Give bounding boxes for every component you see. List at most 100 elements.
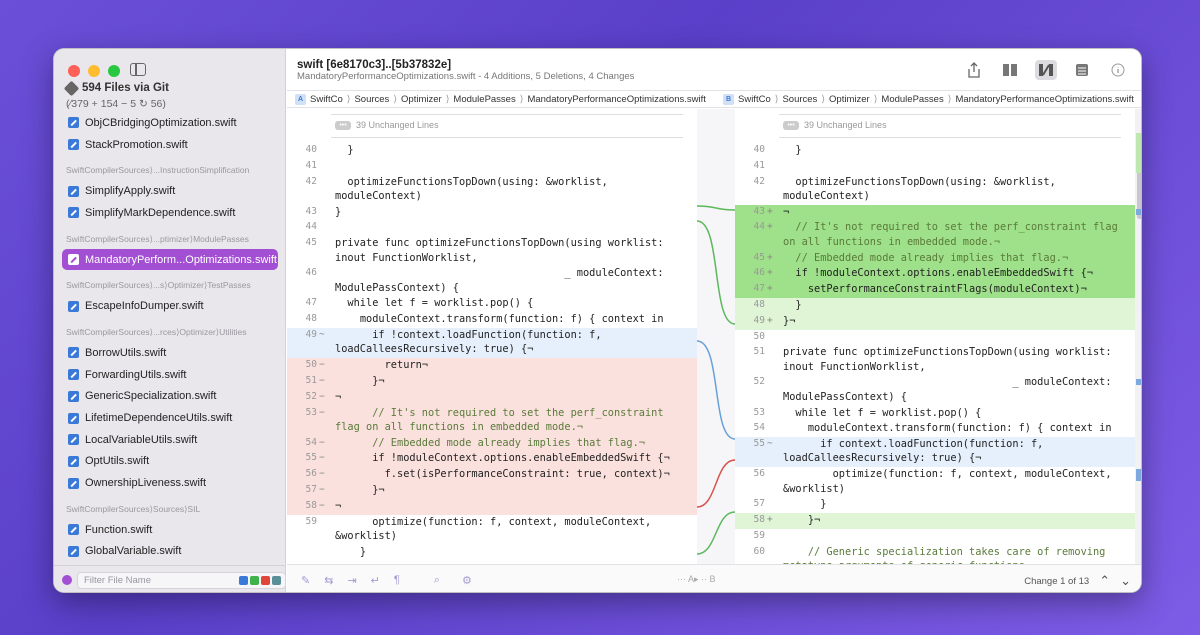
unchanged-lines-label[interactable]: •••39 Unchanged Lines xyxy=(783,120,887,130)
diff-line[interactable]: 58−¬ xyxy=(287,498,697,515)
filter-added-icon[interactable] xyxy=(250,575,259,585)
settings-icon[interactable]: ⚙ xyxy=(461,575,472,587)
diff-line[interactable]: 58+ }¬ xyxy=(735,513,1135,529)
diff-line[interactable]: 48 moduleContext.transform(function: f) … xyxy=(287,312,697,328)
diff-line[interactable]: 59 xyxy=(735,529,1135,545)
breadcrumb-item[interactable]: Sources xyxy=(354,94,390,105)
diff-line[interactable]: 41 xyxy=(735,159,1135,175)
diff-line[interactable]: 54− // Embedded mode already implies tha… xyxy=(287,435,697,452)
file-list-item[interactable]: SimplifyMarkDependence.swift xyxy=(54,202,286,224)
file-list-item[interactable]: SimplifyApply.swift xyxy=(54,180,286,202)
unchanged-lines-fold[interactable]: •••39 Unchanged Lines xyxy=(735,109,1135,143)
diff-line[interactable]: 42 optimizeFunctionsTopDown(using: &work… xyxy=(287,175,697,205)
diff-line[interactable]: 54 moduleContext.transform(function: f) … xyxy=(735,421,1135,437)
diff-line[interactable]: 53− // It's not required to set the perf… xyxy=(287,405,697,436)
breadcrumb-item[interactable]: ModulePasses xyxy=(881,94,944,105)
previous-change-button[interactable]: ⌃ xyxy=(1099,573,1111,588)
whitespace-icon[interactable]: ⇆ xyxy=(324,575,334,587)
case-icon[interactable]: ¶ xyxy=(393,574,400,586)
search-icon[interactable]: ⌕ xyxy=(433,574,440,586)
file-list-item[interactable]: MandatoryPerform...Optimizations.swift xyxy=(62,248,278,271)
breadcrumb-item[interactable]: SwiftCo xyxy=(738,94,771,105)
diff-line[interactable]: 49~ if !context.loadFunction(function: f… xyxy=(287,328,697,359)
file-list-item[interactable]: OwnershipLiveness.swift xyxy=(54,472,286,494)
diff-line[interactable]: 49+}¬ xyxy=(735,313,1135,330)
breadcrumb-item[interactable]: MandatoryPerformanceOptimizations.swift xyxy=(527,94,706,105)
file-list-item[interactable]: GlobalVariable.swift xyxy=(54,541,286,563)
next-change-button[interactable]: ⌄ xyxy=(1120,573,1131,588)
diff-line[interactable]: 45+ // Embedded mode already implies tha… xyxy=(735,250,1135,267)
filter-input[interactable]: Filter File Name xyxy=(76,571,286,589)
diff-line[interactable]: 56 optimize(function: f, context, module… xyxy=(735,467,1135,497)
share-icon[interactable] xyxy=(963,60,985,80)
file-list-item[interactable]: LifetimeDependenceUtils.swift xyxy=(54,407,286,429)
minimize-button[interactable] xyxy=(88,65,100,77)
brush-icon[interactable]: ✎ xyxy=(301,575,311,587)
diff-line[interactable]: 57 } xyxy=(735,497,1135,513)
list-icon[interactable] xyxy=(1071,60,1093,80)
diff-line[interactable]: 60 // Generic specialization takes care … xyxy=(735,545,1135,564)
file-list-item[interactable]: StackPromotion.swift xyxy=(54,134,286,156)
diff-line[interactable]: 51− }¬ xyxy=(287,373,697,390)
breadcrumb-item[interactable]: SwiftCo xyxy=(310,94,343,105)
diff-line[interactable]: 44 xyxy=(287,220,697,236)
filter-modified-icon[interactable] xyxy=(239,575,248,585)
diff-icon[interactable] xyxy=(1035,60,1057,80)
diff-line[interactable]: 53 while let f = worklist.pop() { xyxy=(735,406,1135,422)
diff-line[interactable]: 43} xyxy=(287,205,697,221)
scrollbar-thumb[interactable] xyxy=(1137,139,1141,219)
file-list-item[interactable]: BorrowUtils.swift xyxy=(54,342,286,364)
unchanged-lines-label[interactable]: •••39 Unchanged Lines xyxy=(335,120,439,130)
diff-line[interactable]: 43+¬ xyxy=(735,204,1135,221)
diff-line[interactable]: 52 _ moduleContext: ModulePassContext) { xyxy=(735,375,1135,405)
diff-line[interactable]: 48 } xyxy=(735,297,1135,314)
close-button[interactable] xyxy=(68,65,80,77)
breadcrumb-item[interactable]: Sources xyxy=(782,94,818,105)
diff-line[interactable]: 47 while let f = worklist.pop() { xyxy=(287,296,697,312)
breadcrumb-item[interactable]: MandatoryPerformanceOptimizations.swift xyxy=(955,94,1134,105)
diff-line[interactable]: 50− return¬ xyxy=(287,358,697,374)
diff-line[interactable]: 41 xyxy=(287,159,697,175)
diff-line[interactable]: 50 xyxy=(735,330,1135,346)
breadcrumb-item[interactable]: ModulePasses xyxy=(453,94,516,105)
diff-line[interactable]: 44+ // It's not required to set the perf… xyxy=(735,220,1135,251)
file-list-item[interactable]: ObjCBridgingOptimization.swift xyxy=(54,112,286,134)
file-list-item[interactable]: ForwardingUtils.swift xyxy=(54,364,286,386)
indent-icon[interactable]: ⇥ xyxy=(347,575,357,587)
diff-line[interactable]: 40 } xyxy=(735,143,1135,159)
diff-line[interactable]: 59 optimize(function: f, context, module… xyxy=(287,515,697,545)
file-list-item[interactable]: GenericSpecialization.swift xyxy=(54,386,286,408)
diff-line[interactable]: 52−¬ xyxy=(287,389,697,406)
breadcrumb-item[interactable]: Optimizer xyxy=(401,94,442,105)
info-icon[interactable] xyxy=(1107,60,1129,80)
diff-line[interactable]: 55− if !moduleContext.options.enableEmbe… xyxy=(287,451,697,468)
filter-icon[interactable] xyxy=(62,575,72,585)
columns-icon[interactable] xyxy=(999,60,1021,80)
diff-line[interactable]: 55~ if context.loadFunction(function: f,… xyxy=(735,437,1135,468)
diff-line[interactable]: 46 _ moduleContext: ModulePassContext) { xyxy=(287,266,697,296)
file-list-item[interactable]: Function.swift xyxy=(54,519,286,541)
diff-line[interactable]: 40 } xyxy=(287,143,697,159)
scrollbar[interactable] xyxy=(1135,109,1141,564)
diff-line[interactable]: 46+ if !moduleContext.options.enableEmbe… xyxy=(735,266,1135,283)
diff-line[interactable]: 57− }¬ xyxy=(287,483,697,499)
diff-line[interactable]: } xyxy=(287,545,697,561)
file-list-item[interactable]: LocalVariableUtils.swift xyxy=(54,429,286,451)
zoom-button[interactable] xyxy=(108,65,120,77)
breadcrumb-item[interactable]: Optimizer xyxy=(829,94,870,105)
diff-line[interactable]: 56− f.set(isPerformanceConstraint: true,… xyxy=(287,467,697,484)
diff-line[interactable]: 47+ setPerformanceConstraintFlags(module… xyxy=(735,282,1135,298)
change-marker: + xyxy=(767,314,773,326)
filter-deleted-icon[interactable] xyxy=(261,575,270,585)
diff-line[interactable]: 42 optimizeFunctionsTopDown(using: &work… xyxy=(735,175,1135,205)
file-list-item[interactable]: EscapeInfoDumper.swift xyxy=(54,295,286,317)
filter-renamed-icon[interactable] xyxy=(272,575,281,585)
wrap-icon[interactable]: ↵ xyxy=(370,575,380,587)
unchanged-lines-fold[interactable]: •••39 Unchanged Lines xyxy=(287,109,697,143)
file-list-item[interactable]: OptUtils.swift xyxy=(54,451,286,473)
sidebar-toggle-icon[interactable] xyxy=(130,63,146,76)
